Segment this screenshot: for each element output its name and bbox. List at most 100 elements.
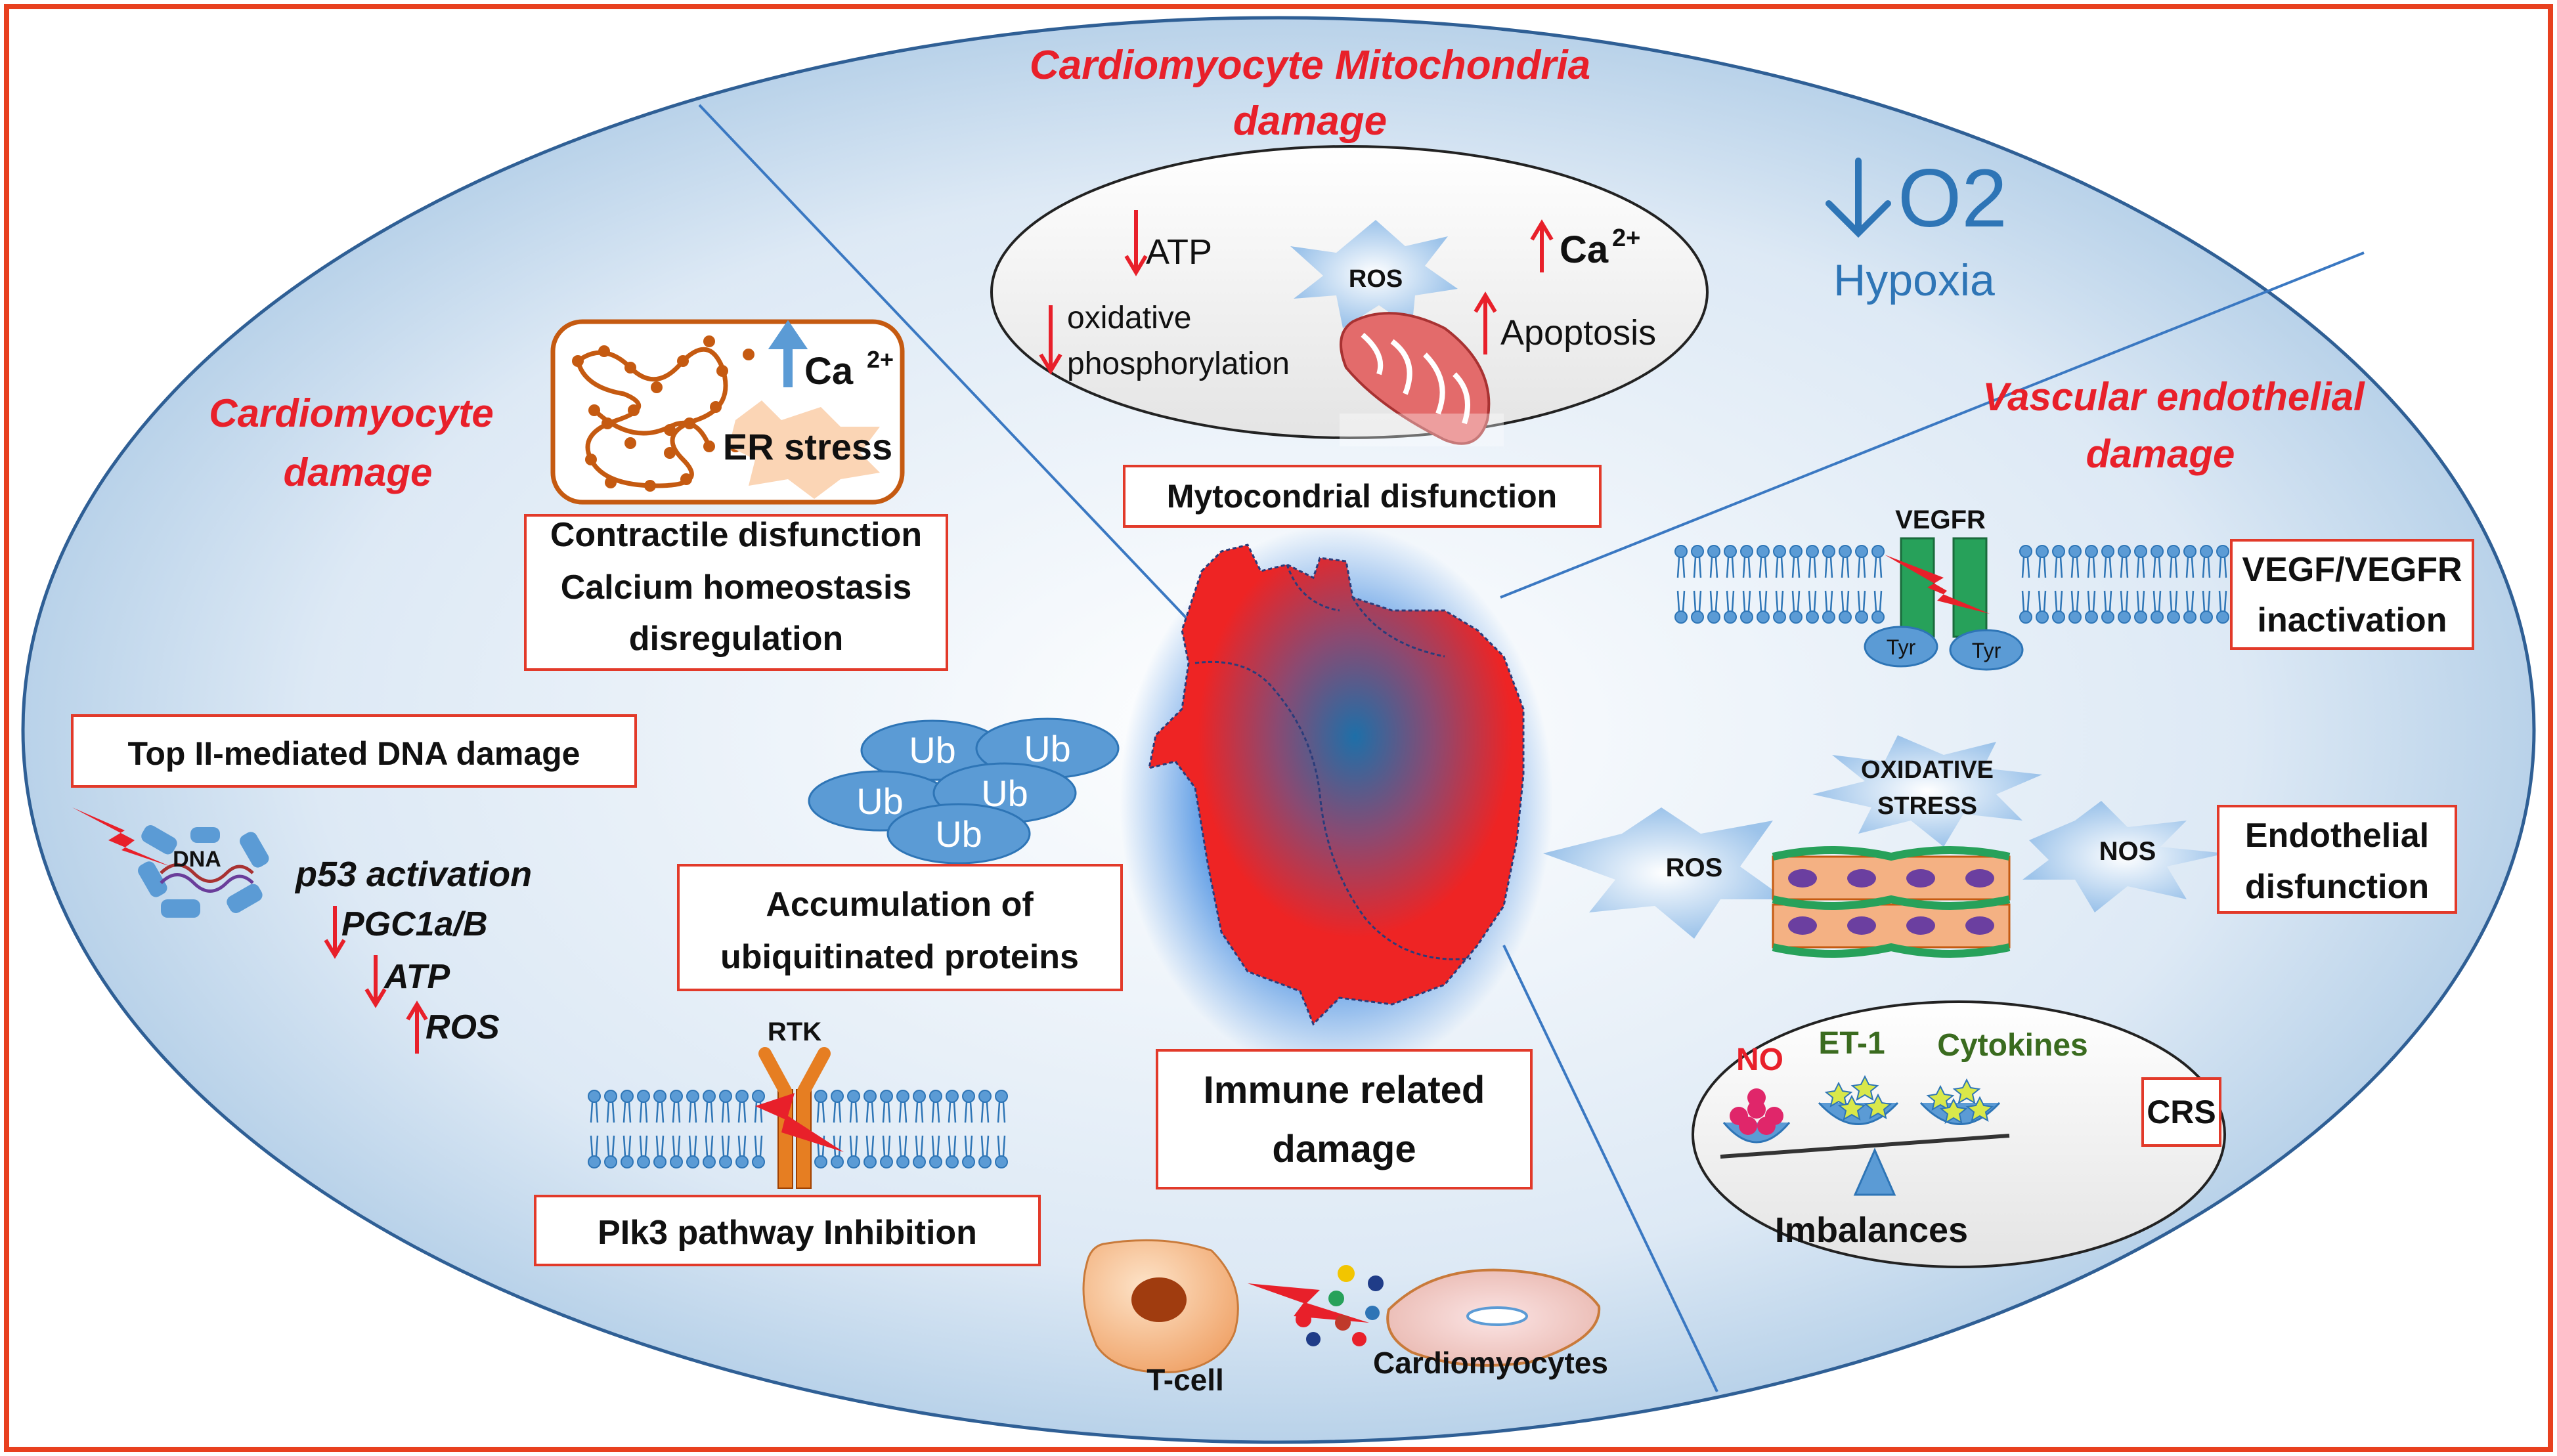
er-box-line1: Contractile disfunction xyxy=(550,516,922,554)
mito-oxphos-line2: phosphorylation xyxy=(1067,347,1290,381)
endo-panel: OXIDATIVE STRESS ROS NOS Endothelial dis… xyxy=(1543,735,2457,958)
sector-line-top-left xyxy=(698,104,1190,622)
sector-line-right xyxy=(1500,251,2365,599)
lightning-vegfr-icon xyxy=(1885,555,1990,614)
tcell-icon xyxy=(1082,1239,1239,1373)
vegf-panel: VEGFR Tyr Tyr VEGF/VEGFR inactivation xyxy=(1674,505,2474,671)
ca-up-arrow-icon xyxy=(1530,219,1554,272)
sector-line-bottom xyxy=(1502,945,1718,1392)
hypoxia-label: Hypoxia xyxy=(1833,255,1995,305)
tyr-right-label: Tyr xyxy=(1972,639,2001,662)
vascular-title-line2: damage xyxy=(2086,432,2235,476)
dna-box xyxy=(71,714,637,788)
crs-cytokines: Cytokines xyxy=(1937,1028,2087,1063)
ub-label-1: Ub xyxy=(909,729,956,771)
o2-label: O2 xyxy=(1898,153,2007,244)
mitochondria-title-line2: damage xyxy=(1233,98,1387,144)
ros-up-arrow-icon xyxy=(406,1000,428,1054)
crs-box-label: CRS xyxy=(2147,1094,2216,1130)
oxidative-stress-burst-icon xyxy=(1812,735,2042,847)
dna-atp: ATP xyxy=(383,958,450,996)
no-molecules-icon xyxy=(1730,1088,1783,1135)
er-ca: Ca xyxy=(804,350,854,393)
mito-panel: ATP oxidative phosphorylation ROS Ca 2+ … xyxy=(990,145,1709,528)
atp-down-arrow-icon-2 xyxy=(364,955,387,1008)
pi3k-box xyxy=(534,1195,1041,1266)
oxidative-line2: STRESS xyxy=(1877,792,1977,820)
crs-panel-ellipse xyxy=(1692,1000,2226,1268)
cardiomyocyte-title-line1: Cardiomyocyte xyxy=(209,391,493,435)
hypoxia-group: O2 Hypoxia xyxy=(1825,153,2007,305)
endothelial-cells-icon xyxy=(1772,846,2011,958)
endo-box-line1: Endothelial xyxy=(2245,817,2429,855)
crs-box xyxy=(2141,1077,2221,1147)
ros-burst-icon-2 xyxy=(1543,807,1786,939)
er-box xyxy=(524,514,948,671)
mito-box-label: Mytocondrial disfunction xyxy=(1167,478,1557,515)
dna-box-label: Top II-mediated DNA damage xyxy=(128,735,580,772)
dna-pgc: PGC1a/B xyxy=(341,905,488,943)
immune-box xyxy=(1156,1049,1533,1189)
crs-et1: ET-1 xyxy=(1818,1026,1885,1061)
mitochondrion-icon xyxy=(1340,312,1504,446)
cardiomyocyte-title-line2: damage xyxy=(284,450,433,494)
dna-panel: Top II-mediated DNA damage DNA p53 activ… xyxy=(71,714,637,1054)
endo-box xyxy=(2217,805,2457,914)
oxidative-line1: OXIDATIVE xyxy=(1861,756,1994,784)
ub-label-3: Ub xyxy=(856,781,904,822)
atp-down-arrow-icon xyxy=(1124,210,1148,276)
er-stress-label: ER stress xyxy=(723,426,892,467)
ub-label-4: Ub xyxy=(981,773,1028,814)
ub-box-line2: ubiquitinated proteins xyxy=(720,938,1079,976)
dna-ros: ROS xyxy=(426,1008,500,1046)
heart-body xyxy=(1148,544,1525,1026)
lightning-rtk-icon xyxy=(755,1093,844,1152)
cardiomyocyte-cell-icon xyxy=(1386,1268,1601,1367)
er-box-line3: disregulation xyxy=(629,620,843,658)
ub-box-line1: Accumulation of xyxy=(766,886,1034,924)
rtk-label: RTK xyxy=(768,1017,821,1046)
ub-label-2: Ub xyxy=(1024,728,1071,769)
er-box-line2: Calcium homeostasis xyxy=(561,568,912,607)
oxphos-down-arrow-icon xyxy=(1039,305,1062,375)
vegf-box xyxy=(2230,539,2474,650)
mito-ca: Ca xyxy=(1560,228,1609,271)
nos-burst-icon xyxy=(2022,801,2226,912)
endo-nos: NOS xyxy=(2099,837,2156,866)
endo-ros: ROS xyxy=(1666,853,1723,882)
ub-bubble-5 xyxy=(886,803,1031,865)
vascular-title-line1: Vascular endothelial xyxy=(1982,375,2365,419)
dna-p53: p53 activation xyxy=(294,855,532,894)
lightning-immune-icon xyxy=(1248,1283,1369,1323)
vegf-box-line2: inactivation xyxy=(2258,601,2447,639)
crs-panel: NO ET-1 Cytokines Imbalances CRS xyxy=(1692,1000,2226,1268)
pi3k-box-label: PIk3 pathway Inhibition xyxy=(598,1214,977,1252)
tyr-left xyxy=(1864,626,1938,668)
heart-icon xyxy=(1120,525,1553,1077)
dna-icon xyxy=(138,825,269,918)
cytokine-molecules-icon xyxy=(1926,1078,1994,1124)
immune-title-line2: damage xyxy=(1272,1128,1416,1170)
pi3k-panel: RTK PIk3 pathway Inhibition xyxy=(534,1017,1041,1266)
er-ca-up-arrow-icon xyxy=(768,320,808,387)
down-arrow-icon xyxy=(1825,158,1891,238)
vegf-box-line1: VEGF/VEGFR xyxy=(2242,551,2462,589)
tyr-left-label: Tyr xyxy=(1887,635,1916,659)
apoptosis-up-arrow-icon xyxy=(1474,291,1497,354)
mito-ca-sup: 2+ xyxy=(1612,225,1640,252)
mito-oxphos-line1: oxidative xyxy=(1067,301,1191,335)
endo-box-line2: disfunction xyxy=(2245,868,2429,906)
er-ribosomes-icon xyxy=(572,335,754,492)
balance-fulcrum xyxy=(1853,1147,1896,1196)
immune-panel: Immune related damage T-cell Cardiomyocy… xyxy=(1082,1049,1608,1397)
immune-title-line1: Immune related xyxy=(1204,1069,1485,1111)
ub-label-5: Ub xyxy=(935,813,982,855)
er-panel: ER stress Ca 2+ Contractile disfunction … xyxy=(524,319,948,671)
cardiomyocytes-label: Cardiomyocytes xyxy=(1373,1346,1608,1380)
balance-beam xyxy=(1720,1134,2010,1159)
lightning-dna-icon xyxy=(72,807,171,867)
ub-panel: Ub Ub Ub Ub Ub Accumulation of ubiquitin… xyxy=(677,717,1123,991)
pgc-down-arrow-icon xyxy=(324,906,346,959)
mito-atp: ATP xyxy=(1146,232,1212,272)
